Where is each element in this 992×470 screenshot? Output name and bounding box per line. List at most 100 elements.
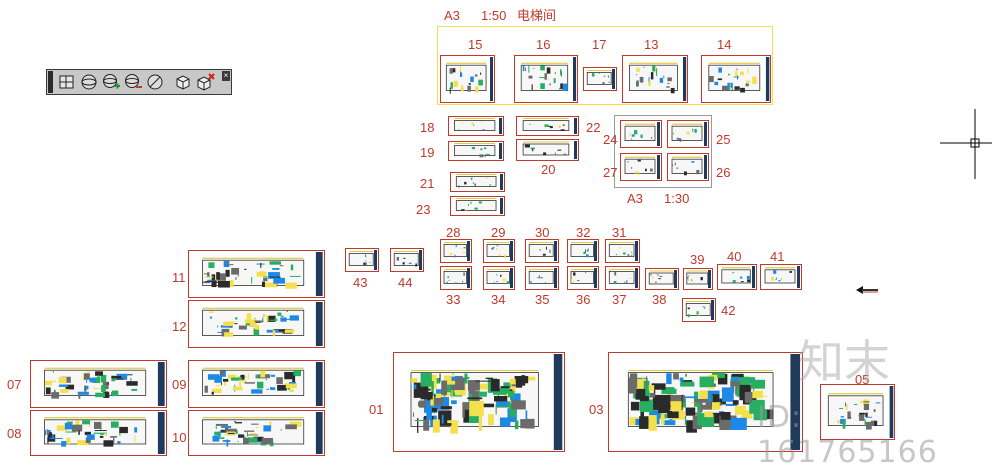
sheet-thumbnail-42[interactable] (682, 298, 716, 322)
box-icon (176, 75, 190, 90)
toolbar-grip[interactable] (48, 71, 53, 93)
sheet-thumbnail-38[interactable] (645, 268, 679, 290)
sheet-label-11: 11 (172, 270, 186, 285)
sheet-thumbnail-17[interactable] (583, 67, 617, 91)
group-size-label-130: A3 (627, 191, 643, 206)
group-title-label: 电梯间 (517, 8, 557, 23)
sheet-thumbnail-16[interactable] (514, 55, 578, 103)
sheet-drawing (721, 266, 755, 288)
sheet-label-42: 42 (721, 303, 736, 318)
sheet-label-19: 19 (420, 145, 435, 160)
sphere-remove-button[interactable] (123, 72, 143, 92)
sheet-drawing (671, 155, 707, 179)
sheet-thumbnail-14[interactable] (701, 55, 771, 103)
sheet-drawing (764, 266, 800, 288)
sheet-thumbnail-01[interactable] (393, 352, 565, 452)
sheet-label-24: 24 (603, 132, 618, 147)
sheet-thumbnail-18[interactable] (448, 116, 504, 136)
sheet-thumbnail-21[interactable] (450, 172, 505, 192)
sheet-thumbnail-43[interactable] (345, 248, 379, 272)
sheet-drawing (454, 143, 502, 159)
sheet-label-30: 30 (535, 225, 550, 240)
sheet-drawing (202, 362, 323, 406)
sheet-thumbnail-09[interactable] (188, 360, 325, 408)
sheet-label-43: 43 (353, 275, 368, 290)
sheet-thumbnail-24[interactable] (620, 120, 662, 148)
sheet-thumbnail-32[interactable] (567, 239, 599, 263)
sheet-thumbnail-44[interactable] (390, 248, 424, 272)
sheet-thumbnail-29[interactable] (483, 239, 515, 263)
sheet-drawing (443, 241, 470, 261)
sheet-drawing (624, 122, 660, 146)
sheet-thumbnail-37[interactable] (605, 266, 640, 290)
sheet-label-26: 26 (716, 165, 731, 180)
sheet-thumbnail-15[interactable] (440, 55, 495, 103)
sphere-remove-icon (125, 74, 142, 88)
sheet-thumbnail-11[interactable] (188, 250, 325, 298)
sphere-slash-button[interactable] (145, 72, 165, 92)
sheet-thumbnail-20[interactable] (516, 139, 579, 161)
sheet-thumbnail-27[interactable] (620, 153, 662, 181)
sheet-drawing (528, 241, 557, 261)
sheet-label-08: 08 (7, 426, 22, 441)
sheet-thumbnail-28[interactable] (440, 239, 472, 263)
sheet-label-44: 44 (398, 275, 413, 290)
sheet-drawing (522, 118, 578, 134)
sheet-label-14: 14 (717, 37, 732, 52)
sheet-drawing (486, 241, 513, 261)
sphere-button[interactable] (79, 72, 99, 92)
sheet-thumbnail-30[interactable] (525, 239, 559, 263)
sheet-drawing (608, 268, 638, 288)
sheet-drawing (202, 302, 323, 346)
sheet-drawing (627, 354, 801, 450)
sheet-label-21: 21 (420, 176, 435, 191)
view-grid-button[interactable] (57, 72, 77, 92)
sheet-thumbnail-12[interactable] (188, 300, 325, 348)
sheet-drawing (827, 386, 894, 438)
sheet-thumbnail-36[interactable] (567, 266, 599, 290)
sheet-label-22: 22 (586, 120, 601, 135)
sheet-thumbnail-35[interactable] (525, 266, 559, 290)
sheet-thumbnail-34[interactable] (483, 266, 515, 290)
sheet-label-35: 35 (535, 292, 550, 307)
group-scale-label-130: 1:30 (664, 191, 690, 206)
sheet-thumbnail-08[interactable] (30, 410, 167, 456)
sheet-thumbnail-05[interactable] (820, 384, 895, 440)
sheet-drawing (443, 268, 470, 288)
sheet-label-40: 40 (727, 249, 742, 264)
sheet-label-13: 13 (644, 37, 659, 52)
sheet-drawing (44, 412, 165, 454)
sheet-label-05: 05 (855, 372, 870, 387)
sheet-thumbnail-23[interactable] (450, 196, 505, 216)
sheet-thumbnail-40[interactable] (717, 264, 757, 290)
sheet-label-17: 17 (592, 37, 607, 52)
sheet-thumbnail-22[interactable] (516, 116, 579, 136)
sheet-thumbnail-03[interactable] (608, 352, 803, 452)
sheet-thumbnail-10[interactable] (188, 410, 325, 456)
sheet-drawing (624, 155, 660, 179)
box-delete-button[interactable] (195, 72, 215, 92)
box-delete-icon (197, 73, 215, 91)
sheet-thumbnail-13[interactable] (622, 55, 688, 103)
toolbar-close-button[interactable]: × (222, 71, 230, 81)
sheet-drawing (348, 250, 377, 270)
sphere-add-button[interactable] (101, 72, 121, 92)
sheet-drawing (410, 354, 563, 450)
sheet-label-39: 39 (690, 252, 705, 267)
sheet-drawing (586, 69, 615, 89)
sphere-slash-icon (147, 74, 163, 90)
sheet-thumbnail-25[interactable] (667, 120, 709, 148)
sheet-drawing (445, 57, 493, 101)
sheet-thumbnail-41[interactable] (760, 264, 802, 290)
sheet-thumbnail-33[interactable] (440, 266, 472, 290)
sheet-label-36: 36 (576, 292, 591, 307)
sheet-thumbnail-39[interactable] (683, 268, 713, 290)
sheet-thumbnail-19[interactable] (448, 141, 504, 161)
sheet-thumbnail-26[interactable] (667, 153, 709, 181)
sheet-thumbnail-31[interactable] (605, 239, 640, 263)
box-button[interactable] (173, 72, 193, 92)
sheet-thumbnail-07[interactable] (30, 360, 167, 408)
sheet-label-27: 27 (603, 165, 618, 180)
sheet-label-03: 03 (589, 402, 604, 417)
